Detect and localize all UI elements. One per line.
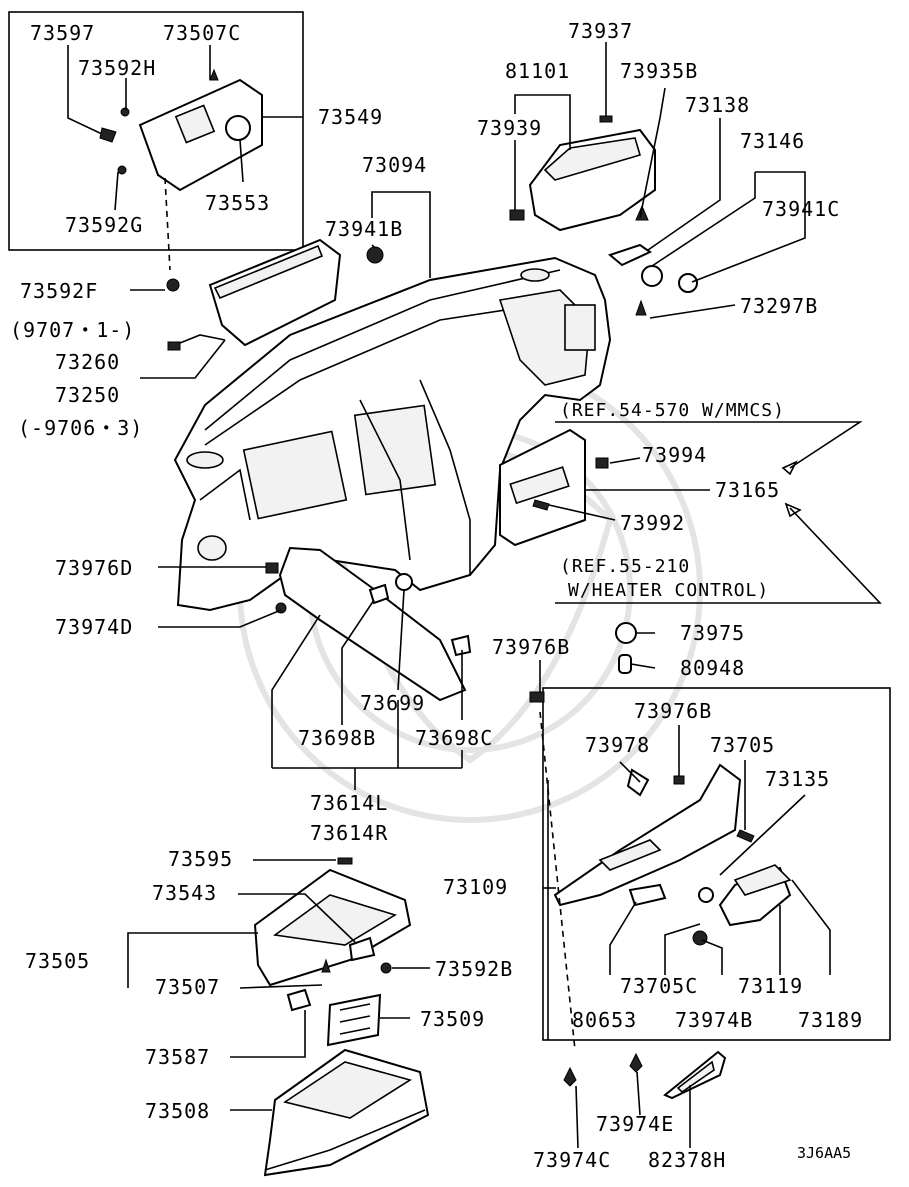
leader-lines xyxy=(67,42,882,1149)
label-73974e: 73974E xyxy=(596,1112,674,1136)
label-73974b: 73974B xyxy=(675,1008,753,1032)
label-73699: 73699 xyxy=(360,691,425,715)
meter-cluster-shape xyxy=(509,115,656,232)
airbag-cover-group-box xyxy=(8,11,304,251)
label-73994: 73994 xyxy=(642,443,707,467)
label-81101: 81101 xyxy=(505,59,570,83)
label-73937: 73937 xyxy=(568,19,633,43)
label-73935b: 73935B xyxy=(620,59,698,83)
label-73146: 73146 xyxy=(740,129,805,153)
label-73508: 73508 xyxy=(145,1099,210,1123)
label-73587: 73587 xyxy=(145,1045,210,1069)
label-73135: 73135 xyxy=(765,767,830,791)
airbag-module-shape xyxy=(166,238,342,351)
label-73698c: 73698C xyxy=(415,726,493,750)
label-73553: 73553 xyxy=(205,191,270,215)
label-73595: 73595 xyxy=(168,847,233,871)
label-73975: 73975 xyxy=(680,621,745,645)
label-73705: 73705 xyxy=(710,733,775,757)
label-73549: 73549 xyxy=(318,105,383,129)
glove-box-lid-shape xyxy=(553,763,792,946)
label-73698b: 73698B xyxy=(298,726,376,750)
label-73592h: 73592H xyxy=(78,56,156,80)
label-73941b: 73941B xyxy=(325,217,403,241)
glove-box-lid-group-box xyxy=(542,687,891,1041)
label-73250: 73250 xyxy=(55,383,120,407)
label-73592b: 73592B xyxy=(435,957,513,981)
instrument-panel-shape xyxy=(173,256,612,612)
part-labels: 73597 73507C 73592H 73549 73553 73592G 7… xyxy=(10,19,863,1172)
label-73592f: 73592F xyxy=(20,279,98,303)
label-73939: 73939 xyxy=(477,116,542,140)
label-73976b-b: 73976B xyxy=(634,699,712,723)
note-ref-mmcs: (REF.54-570 W/MMCS) xyxy=(560,400,785,421)
airbag-cover-shape xyxy=(99,68,263,192)
label-73509: 73509 xyxy=(420,1007,485,1031)
label-9707: (9707・1-) xyxy=(10,318,135,342)
label-80948: 80948 xyxy=(680,656,745,680)
label-73094: 73094 xyxy=(362,153,427,177)
lower-cover-left-shape xyxy=(265,546,637,703)
label-73941c: 73941C xyxy=(762,197,840,221)
note-ref-heater-2: W/HEATER CONTROL) xyxy=(568,580,769,601)
label-73138: 73138 xyxy=(685,93,750,117)
glove-box-housing-shape xyxy=(253,857,412,1047)
label-73297b: 73297B xyxy=(740,294,818,318)
diagram-code: 3J6AA5 xyxy=(797,1144,851,1162)
glove-box-shape xyxy=(263,1048,430,1177)
label-73189: 73189 xyxy=(798,1008,863,1032)
label-73109: 73109 xyxy=(443,875,508,899)
label-73976d: 73976D xyxy=(55,556,133,580)
label-73705c: 73705C xyxy=(620,974,698,998)
label-80653: 80653 xyxy=(572,1008,637,1032)
label-73974c: 73974C xyxy=(533,1148,611,1172)
label-73992: 73992 xyxy=(620,511,685,535)
label-73976b-a: 73976B xyxy=(492,635,570,659)
label-73543: 73543 xyxy=(152,881,217,905)
label-73260: 73260 xyxy=(55,350,120,374)
label-82378h: 82378H xyxy=(648,1148,726,1172)
label-73165: 73165 xyxy=(715,478,780,502)
label-73614r: 73614R xyxy=(310,821,388,845)
label-73505: 73505 xyxy=(25,949,90,973)
label-73974d: 73974D xyxy=(55,615,133,639)
label-73507: 73507 xyxy=(155,975,220,999)
lower-fasteners-shape xyxy=(563,1050,727,1100)
label-73614l: 73614L xyxy=(310,791,388,815)
note-ref-heater-1: (REF.55-210 xyxy=(560,556,690,577)
label-73119: 73119 xyxy=(738,974,803,998)
cluster-bracket-shape xyxy=(366,243,698,316)
label-73592g: 73592G xyxy=(65,213,143,237)
label-73978: 73978 xyxy=(585,733,650,757)
label-73597: 73597 xyxy=(30,21,95,45)
center-panel-shape xyxy=(499,428,609,547)
label-73507c: 73507C xyxy=(163,21,241,45)
label-9706: (-9706・3) xyxy=(18,416,143,440)
